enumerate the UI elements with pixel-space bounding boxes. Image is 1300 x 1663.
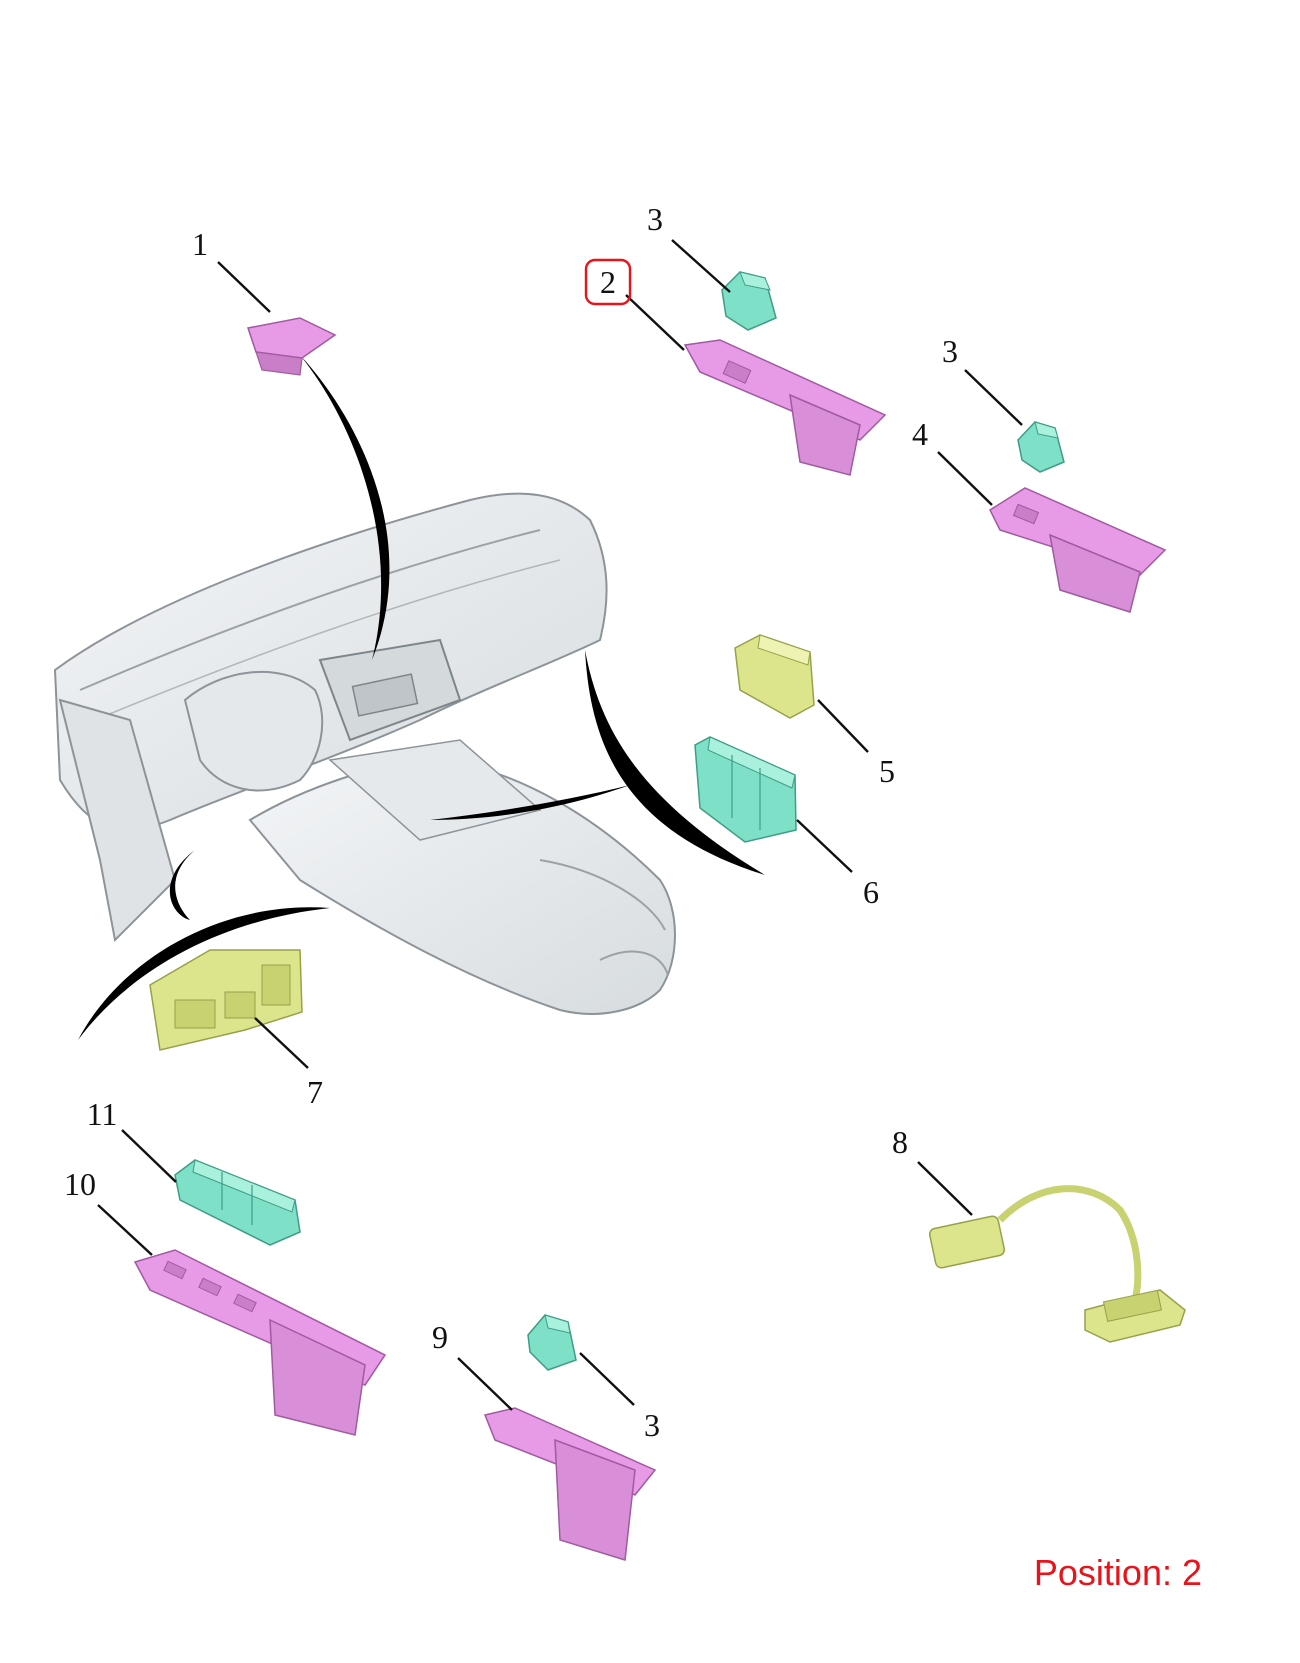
part-4-window-switch-panel	[989, 487, 1167, 613]
part-8-cable-connector	[928, 1185, 1186, 1343]
callout-2-highlight-box	[584, 258, 632, 306]
leader-lines	[97, 239, 1023, 1411]
part-1-switch-cover	[247, 317, 337, 376]
part-3-switch-top	[721, 271, 777, 331]
callout-2[interactable]: 2	[600, 264, 616, 300]
part-3-switch-bottom	[527, 1314, 577, 1371]
swoosh-connectors	[78, 355, 765, 1040]
callout-3-bottom[interactable]: 3	[644, 1407, 660, 1443]
part-5-switch-block	[734, 634, 815, 719]
part-6-switch-block	[694, 736, 797, 843]
callout-3-right[interactable]: 3	[942, 333, 958, 369]
callout-4[interactable]: 4	[912, 416, 928, 452]
part-9-window-switch-panel	[483, 1407, 657, 1561]
part-10-driver-switch-panel	[133, 1249, 387, 1436]
position-indicator: Position: 2	[1033, 1552, 1202, 1593]
callout-11[interactable]: 11	[87, 1096, 118, 1132]
callout-7[interactable]: 7	[307, 1074, 323, 1110]
callout-10[interactable]: 10	[64, 1166, 96, 1202]
callout-3-top[interactable]: 3	[647, 201, 663, 237]
callout-9[interactable]: 9	[432, 1319, 448, 1355]
callout-8[interactable]: 8	[892, 1124, 908, 1160]
callout-6[interactable]: 6	[863, 874, 879, 910]
callout-5[interactable]: 5	[879, 753, 895, 789]
callout-1[interactable]: 1	[192, 226, 208, 262]
callout-labels: 1 2 3 3 3 4 5 6 7 8 9 10 11	[64, 201, 958, 1443]
part-11-multi-switch	[174, 1159, 301, 1246]
part-3-switch-right	[1017, 421, 1065, 473]
dashboard-assembly	[53, 492, 676, 1015]
part-7-control-panel	[149, 949, 303, 1051]
part-2-window-switch-panel	[683, 339, 887, 476]
